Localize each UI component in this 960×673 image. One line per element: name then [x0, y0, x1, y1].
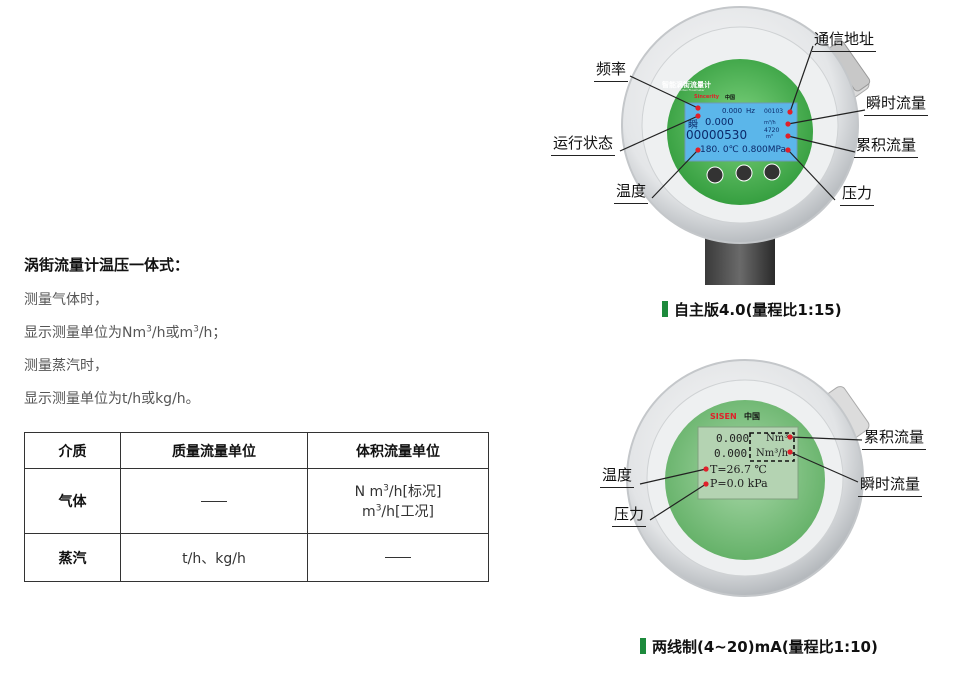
table-cell: 蒸汽 — [24, 533, 121, 582]
label-cumulative: 累积流量 — [861, 428, 927, 450]
keypad-button — [735, 164, 753, 182]
vol-unit-text: /h[标况] — [388, 484, 442, 500]
steam-line: 测量蒸汽时， — [24, 358, 108, 374]
gas-unit-line: 显示测量单位为Nm3/h或m3/h； — [24, 322, 226, 342]
label-cumulative: 累积流量 — [853, 136, 919, 158]
device2-row2: 0.000 — [714, 447, 748, 460]
lcd-screen — [697, 426, 799, 500]
device1-title: 智能涡街流量计 — [662, 81, 711, 89]
table-header: 介质 — [24, 432, 121, 469]
device1-total: 00000530 — [686, 128, 748, 142]
vol-unit-text: /h[工况] — [381, 504, 434, 520]
table-cell — [120, 468, 308, 534]
device1-freq-unit: Hz — [746, 107, 755, 115]
gas-unit-text: 显示测量单位为Nm — [24, 325, 147, 341]
table-header: 体积流量单位 — [307, 432, 489, 469]
table-cell — [307, 533, 489, 582]
steam-unit-line: 显示测量单位为t/h或kg/h。 — [24, 391, 200, 407]
lcd-edge — [684, 102, 798, 162]
label-status: 运行状态 — [550, 134, 616, 156]
caption-marker — [662, 301, 668, 317]
device2-row1-unit: Nm³ — [766, 433, 789, 444]
gas-unit-text: /h； — [198, 325, 227, 341]
gas-unit-text: /h或m — [151, 325, 194, 341]
device1-total-frac: 4720 — [764, 127, 780, 134]
device2-caption: 两线制(4~20)mA(量程比1:10) — [640, 636, 878, 657]
table-cell: t/h、kg/h — [120, 533, 308, 582]
label-pressure: 压力 — [839, 184, 875, 206]
vol-unit-text: m — [362, 504, 376, 520]
section-heading: 涡街流量计温压一体式： — [24, 256, 190, 274]
device2-row1: 0.000 — [716, 432, 750, 445]
device2-illustration — [626, 359, 870, 597]
table-header-row: 介质 质量流量单位 体积流量单位 — [24, 432, 489, 469]
device2-brand: SISEN — [710, 412, 737, 421]
table-cell: 气体 — [24, 468, 121, 534]
label-instant: 瞬时流量 — [863, 94, 929, 116]
device1-brand: Sincerity — [694, 94, 720, 100]
label-temperature: 温度 — [599, 466, 635, 488]
keypad-button — [706, 166, 724, 184]
keypad-button — [763, 163, 781, 181]
label-address: 通信地址 — [811, 30, 877, 52]
unit-table: 介质 质量流量单位 体积流量单位 气体 N m3/h[标况] m3/h[工况] … — [24, 432, 489, 582]
vol-unit-line: m3/h[工况] — [308, 501, 488, 521]
label-pressure: 压力 — [611, 505, 647, 527]
device2-pressure: P=0.0 kPa — [710, 477, 768, 490]
label-frequency: 频率 — [593, 60, 629, 82]
vol-unit-line: N m3/h[标况] — [308, 481, 488, 501]
caption-text: 两线制(4~20)mA(量程比1:10) — [652, 638, 878, 656]
superscript: 3 — [383, 483, 389, 494]
dash-mark — [385, 557, 411, 558]
gas-line: 测量气体时， — [24, 292, 108, 308]
highlight-box — [749, 432, 795, 462]
device1-instant-unit: m³/h — [764, 120, 776, 126]
device1-brand-cn: 中国 — [725, 95, 736, 101]
vol-unit-text: N m — [354, 484, 384, 500]
table-row: 蒸汽 t/h、kg/h — [24, 533, 489, 582]
label-instant: 瞬时流量 — [857, 475, 923, 497]
table-header: 质量流量单位 — [120, 432, 308, 469]
device1-illustration — [621, 6, 871, 285]
superscript: 3 — [193, 324, 199, 335]
device1-caption: 自主版4.0(量程比1:15) — [662, 299, 842, 320]
caption-marker — [640, 638, 646, 654]
device2-temp: T=26.7 ℃ — [710, 463, 767, 476]
device1-pressure: 0.800MPa — [742, 145, 787, 155]
device1-subtitle: Intelligent Vortex Flowmeter — [662, 88, 705, 92]
superscript: 3 — [375, 503, 382, 514]
caption-text: 自主版4.0(量程比1:15) — [674, 301, 842, 319]
lcd-screen — [684, 102, 798, 162]
device1-instant: 0.000 — [705, 117, 734, 128]
superscript: 3 — [146, 324, 152, 335]
device2-row2-unit: Nm³/h — [756, 448, 789, 459]
label-temperature: 温度 — [613, 182, 649, 204]
table-row: 气体 N m3/h[标况] m3/h[工况] — [24, 468, 489, 534]
table-cell: N m3/h[标况] m3/h[工况] — [307, 468, 489, 534]
device1-instant-char: 瞬 — [688, 120, 698, 131]
dash-mark — [201, 500, 227, 502]
device1-total-unit: m³ — [766, 134, 773, 140]
device1-freq: 0.000 — [722, 107, 743, 115]
device1-address: 00103 — [764, 108, 784, 115]
device2-brand-cn: 中国 — [744, 412, 760, 421]
device1-temp: 180. 0℃ — [700, 145, 739, 155]
